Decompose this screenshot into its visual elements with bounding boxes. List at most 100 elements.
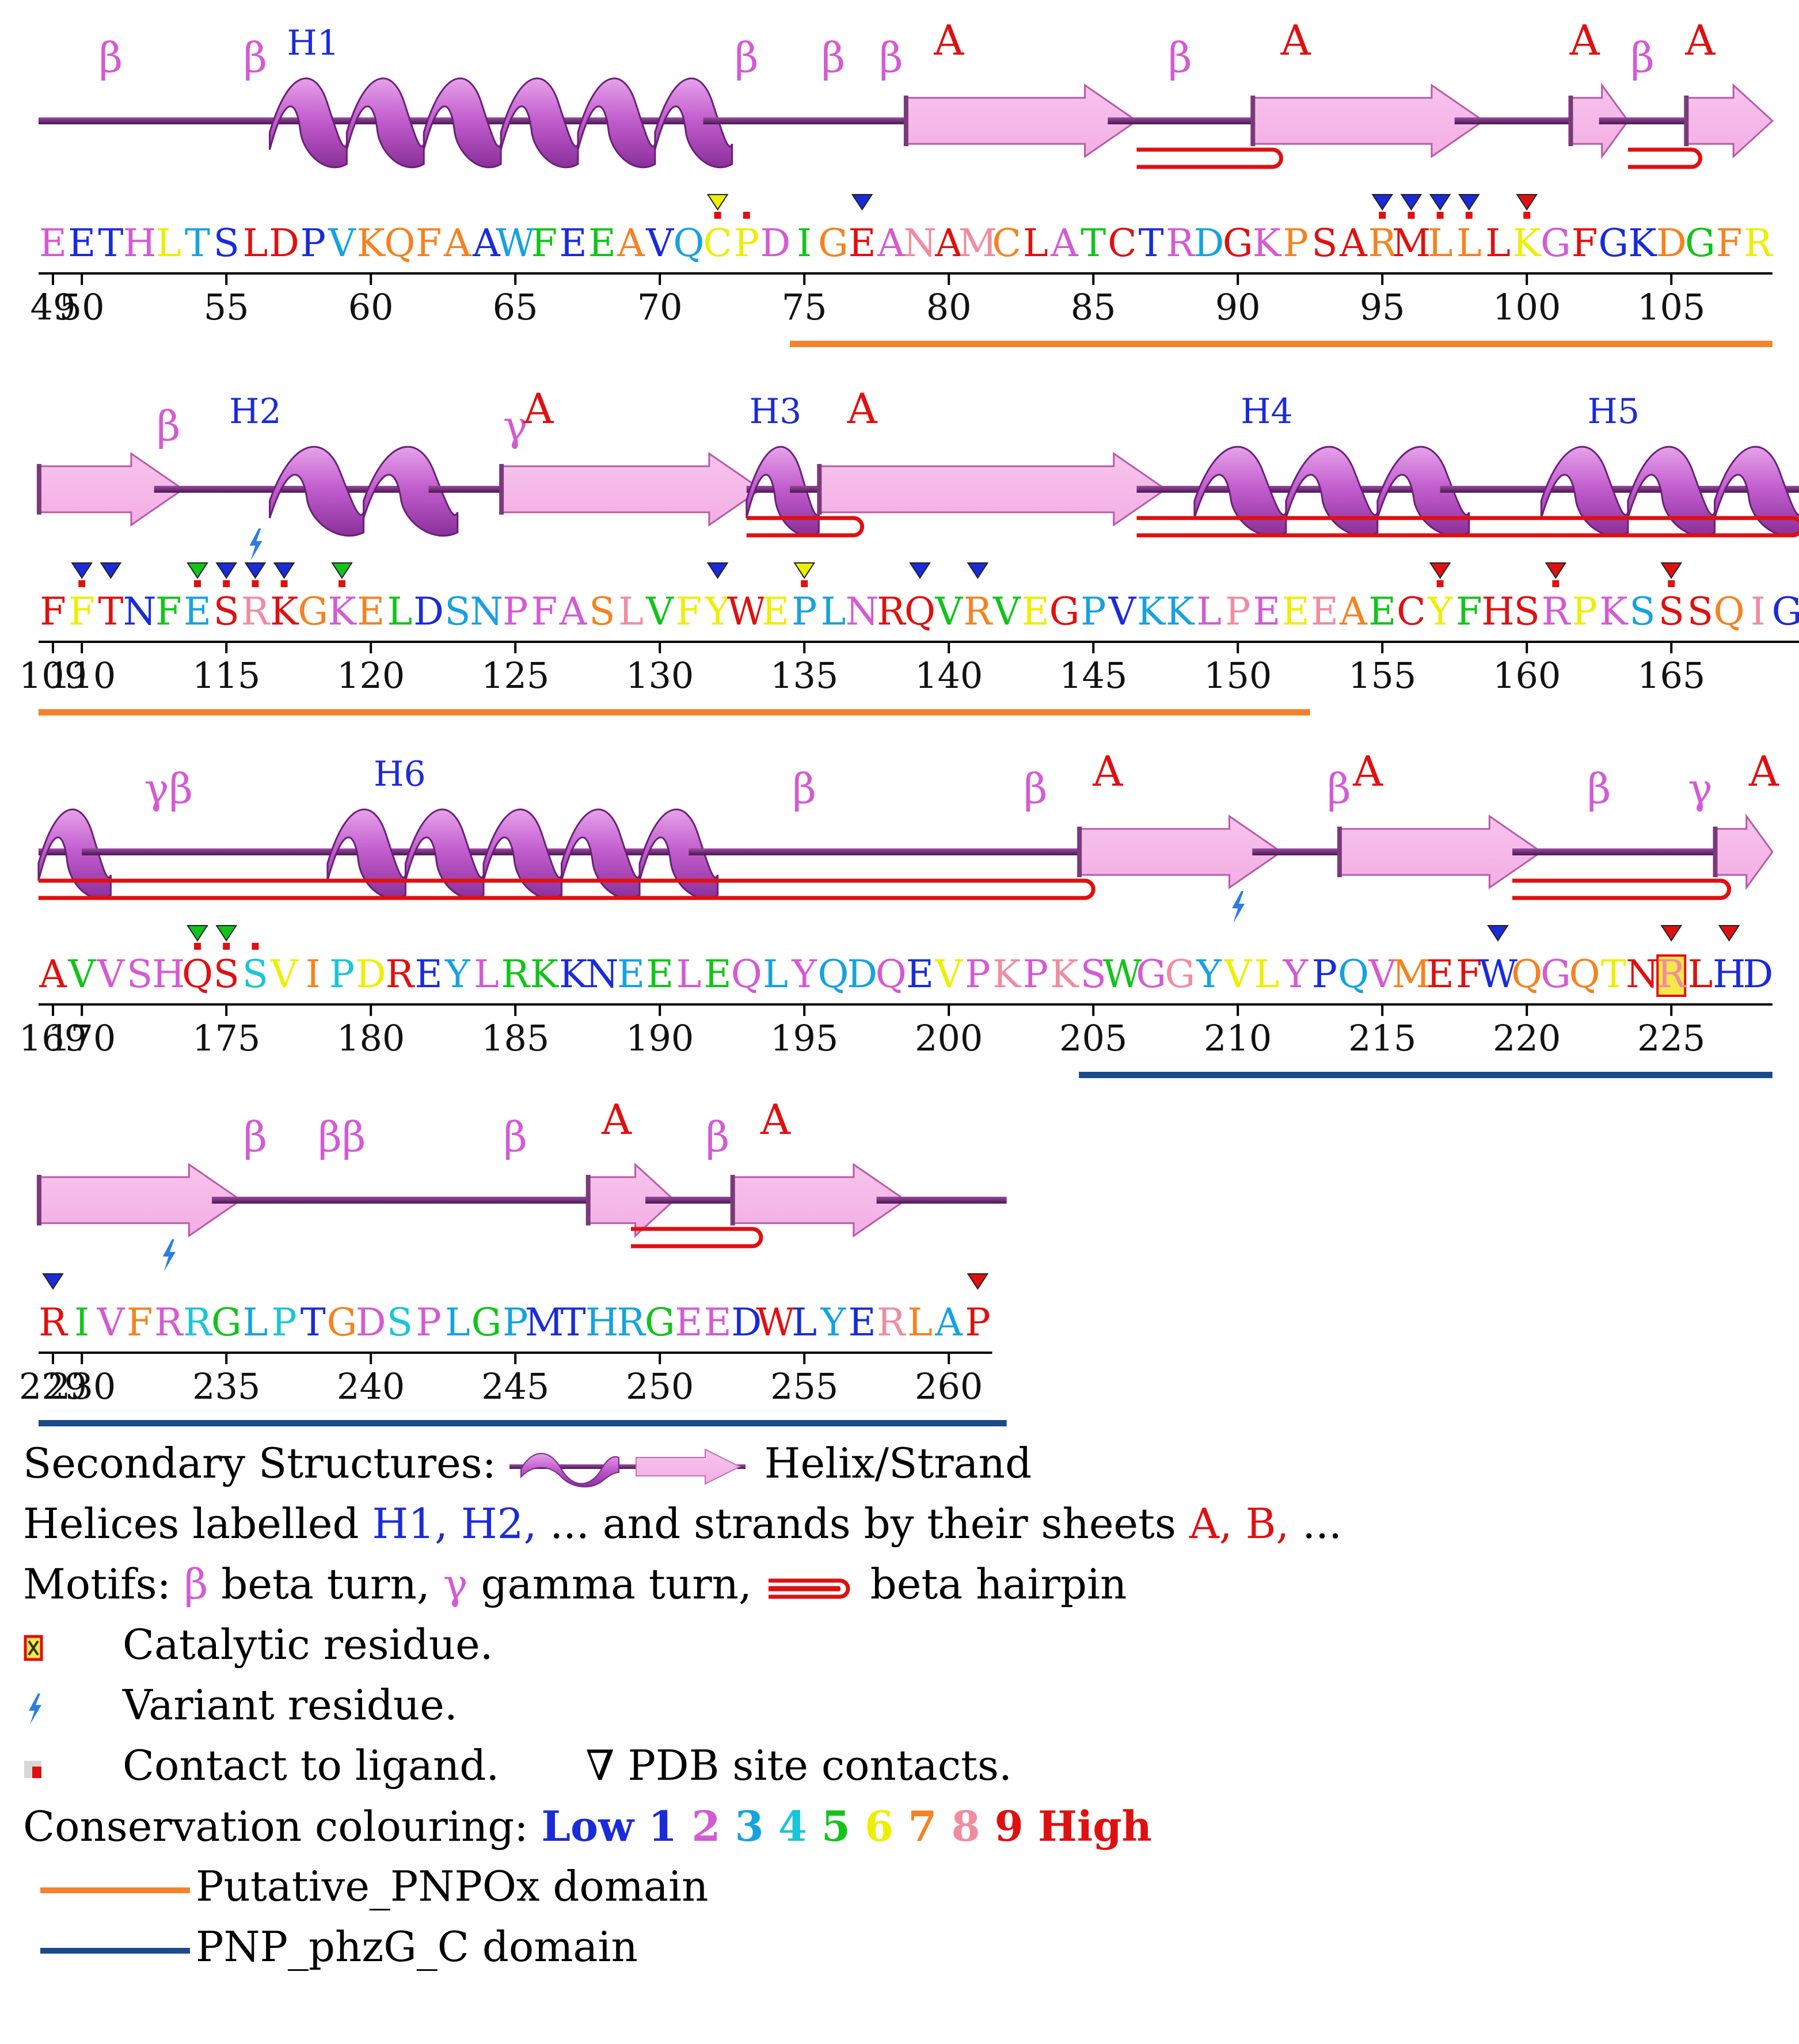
axis-tick xyxy=(81,272,83,285)
tick-label: 105 xyxy=(1637,286,1705,328)
beta-hairpin xyxy=(1136,516,1799,538)
residue: P xyxy=(965,952,990,996)
structure-label: A xyxy=(1569,16,1600,64)
pdb-site-contact-marker xyxy=(71,562,93,579)
strand-edge xyxy=(903,96,908,146)
tick-label: 115 xyxy=(192,654,260,696)
residue: V xyxy=(97,952,125,996)
residue: V xyxy=(1223,952,1252,996)
sequence-axis xyxy=(38,641,1799,643)
legend-variant: Variant residue. xyxy=(23,1681,458,1729)
residue: C xyxy=(1397,589,1426,634)
residue: R xyxy=(39,1300,69,1345)
residue: E xyxy=(1311,589,1338,634)
residue: P xyxy=(1572,589,1597,634)
ligand-contact-marker xyxy=(714,212,721,219)
residue: F xyxy=(676,589,702,634)
residue: E xyxy=(762,589,789,634)
residue: G xyxy=(1541,221,1571,265)
tick-label: 55 xyxy=(204,286,249,328)
residue: Q xyxy=(1511,952,1542,996)
ligand-contact-marker xyxy=(1379,212,1386,219)
strand-arrow xyxy=(731,1163,907,1238)
beta-turn-symbol: β xyxy=(184,1560,208,1608)
navy-domain-line-icon xyxy=(40,1948,190,1954)
residue: A xyxy=(877,221,906,265)
strand-arrow xyxy=(500,452,763,527)
structure-label: H3 xyxy=(750,391,802,432)
residue: Y xyxy=(1427,589,1454,634)
residue: D xyxy=(1743,952,1773,996)
ligand-contact-marker xyxy=(1408,212,1415,219)
residue: G xyxy=(1541,952,1571,996)
residue: F xyxy=(69,589,95,634)
residue: T xyxy=(1139,221,1164,265)
conservation-digit-1: 1 xyxy=(648,1802,678,1851)
axis-tick xyxy=(803,272,806,285)
helix-turn xyxy=(1714,446,1799,537)
residue: E xyxy=(1427,952,1454,996)
axis-tick xyxy=(1381,1003,1384,1016)
tick-label: 245 xyxy=(481,1365,549,1407)
strand-arrow xyxy=(1251,83,1485,158)
axis-tick xyxy=(225,272,228,285)
residue: L xyxy=(1023,221,1048,265)
residue: Y xyxy=(820,1300,847,1345)
residue: R xyxy=(183,1300,213,1345)
residue: P xyxy=(965,1300,990,1345)
ligand-contact-marker xyxy=(1465,212,1473,219)
structure-label: β xyxy=(1630,33,1655,82)
helix-turn xyxy=(326,808,406,900)
structure-label: A xyxy=(1352,747,1383,795)
residue: F xyxy=(1456,952,1482,996)
residue: N xyxy=(903,221,937,265)
tick-label: 145 xyxy=(1059,654,1127,696)
residue: L xyxy=(474,952,499,996)
residue: S xyxy=(1081,952,1106,996)
residue: L xyxy=(242,1300,268,1345)
residue: L xyxy=(820,589,846,634)
conservation-digit-7: 7 xyxy=(908,1802,937,1851)
conservation-digit-8: 8 xyxy=(951,1802,980,1851)
beta-hairpin xyxy=(746,516,865,538)
pdb-site-contact-marker xyxy=(215,925,238,942)
residue: G xyxy=(211,1300,242,1345)
ligand-contact-marker xyxy=(338,580,345,587)
residue: G xyxy=(471,1300,502,1345)
residue: S xyxy=(589,589,615,634)
residue: G xyxy=(327,1300,357,1345)
axis-tick xyxy=(1092,1003,1095,1016)
residue: E xyxy=(704,1300,732,1345)
residue: V xyxy=(645,589,674,634)
residue: G xyxy=(1165,952,1195,996)
legend-hairpin-text: beta hairpin xyxy=(857,1560,1127,1608)
residue: A xyxy=(617,221,645,265)
residue: M xyxy=(1392,952,1431,996)
residue: Q xyxy=(1338,952,1369,996)
structure-label: β xyxy=(792,764,816,813)
legend-secondary-suffix: Helix/Strand xyxy=(764,1439,1032,1487)
axis-tick xyxy=(659,272,661,285)
strand-edge xyxy=(1713,827,1718,877)
residue: K xyxy=(1599,589,1629,634)
structure-label: H5 xyxy=(1588,391,1640,432)
ligand-contact-marker xyxy=(1523,212,1531,219)
residue: M xyxy=(525,1300,564,1345)
pdb-site-contact-marker xyxy=(1545,562,1567,579)
strand-arrow xyxy=(1078,814,1283,889)
pdb-site-contact-marker xyxy=(187,562,208,579)
residue: F xyxy=(1716,221,1743,265)
domain-bar xyxy=(1079,1072,1773,1078)
strand-arrow xyxy=(1684,83,1774,159)
beta-hairpin xyxy=(38,878,1096,900)
legend-secondary: Secondary Structures: Helix/Strand xyxy=(23,1439,1032,1490)
legend-helices: Helices labelled H1, H2, ... and strands… xyxy=(23,1499,1342,1548)
structure-label: β xyxy=(1024,764,1048,813)
tick-label: 135 xyxy=(770,654,838,696)
strand-arrow xyxy=(37,452,185,527)
residue: G xyxy=(1223,221,1253,265)
legend-helices-mid: ... and strands by their sheets xyxy=(537,1499,1189,1548)
legend-catalytic-text: Catalytic residue. xyxy=(122,1620,493,1669)
coil-segment xyxy=(1440,486,1570,493)
